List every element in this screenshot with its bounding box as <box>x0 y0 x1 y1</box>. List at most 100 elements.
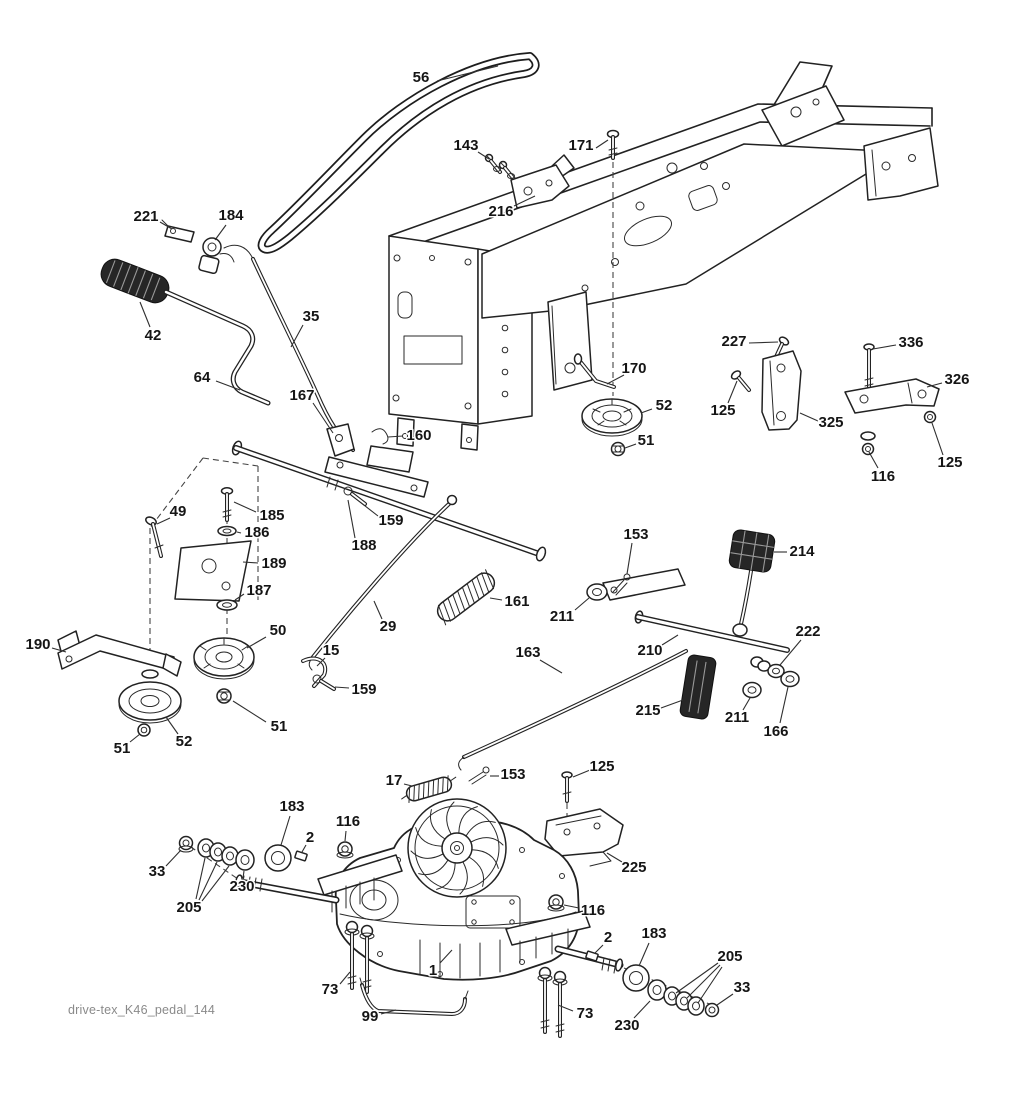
part-label-29: 29 <box>380 618 397 635</box>
drive-belt <box>257 52 540 254</box>
key-2-left <box>294 850 308 862</box>
part-label-161: 161 <box>504 593 529 610</box>
part-label-230: 230 <box>229 878 254 895</box>
part-label-205: 205 <box>176 899 201 916</box>
nut-125-right <box>923 410 937 424</box>
leader-line <box>748 341 779 344</box>
part-label-125: 125 <box>589 758 614 775</box>
part-label-52: 52 <box>176 733 193 750</box>
pedal-assembly <box>458 529 800 771</box>
leader-line <box>359 501 379 517</box>
leader-line <box>572 769 591 778</box>
leader-line <box>214 224 227 241</box>
part-label-33: 33 <box>149 863 166 880</box>
leader-line <box>165 716 179 735</box>
idler-linkage <box>301 423 496 804</box>
leader-line <box>373 600 383 620</box>
part-label-56: 56 <box>413 69 430 86</box>
bushing-211-lower <box>742 681 762 699</box>
leader-line <box>477 151 490 160</box>
leader-line <box>594 944 604 954</box>
leader-line <box>640 408 653 414</box>
leader-line <box>236 531 242 534</box>
part-label-33: 33 <box>734 979 751 996</box>
part-label-188: 188 <box>351 537 376 554</box>
leader-line <box>779 639 802 666</box>
clip-160 <box>371 428 389 445</box>
part-label-51: 51 <box>271 718 288 735</box>
part-label-190: 190 <box>25 636 50 653</box>
leader-line <box>574 597 590 611</box>
bracket-216-group <box>484 153 575 209</box>
part-label-221: 221 <box>133 208 158 225</box>
leader-line <box>716 993 734 1006</box>
bearing-183-right <box>622 964 650 992</box>
leader-line <box>868 451 879 469</box>
nut-116-right <box>547 894 565 912</box>
part-label-214: 214 <box>789 543 815 560</box>
part-label-167: 167 <box>289 387 314 404</box>
bolt-49 <box>145 516 157 526</box>
arm-188 <box>324 456 429 498</box>
nut-51-center <box>216 688 232 704</box>
part-label-99: 99 <box>362 1008 379 1025</box>
leader-line <box>380 1009 397 1015</box>
part-label-336: 336 <box>898 334 923 351</box>
leader-line <box>660 699 684 709</box>
part-label-35: 35 <box>303 308 320 325</box>
part-label-51: 51 <box>114 740 131 757</box>
part-label-187: 187 <box>246 582 271 599</box>
nut-33-left <box>178 835 194 853</box>
part-label-116: 116 <box>336 813 360 830</box>
leader-line <box>595 139 609 149</box>
washer-166 <box>780 670 800 688</box>
part-label-210: 210 <box>637 642 662 659</box>
part-label-183: 183 <box>641 925 666 942</box>
leader-line <box>242 870 245 879</box>
part-label-125: 125 <box>937 454 962 471</box>
bolts-73-right <box>537 966 568 1038</box>
leader-line <box>606 374 625 385</box>
washer-230-left <box>235 849 255 871</box>
part-label-49: 49 <box>170 503 187 520</box>
leader-line <box>624 443 637 449</box>
leader-line <box>539 659 563 674</box>
washer-187 <box>216 599 238 611</box>
nut-116-left <box>336 841 354 859</box>
leader-line <box>926 382 943 388</box>
leader-line <box>489 597 503 601</box>
bracket-225 <box>544 808 624 857</box>
leader-line <box>727 380 738 404</box>
leader-line <box>779 686 789 724</box>
pedal-pad-214 <box>728 529 776 573</box>
leader-line <box>872 344 897 350</box>
leader-line <box>347 499 356 539</box>
leader-line <box>799 412 819 422</box>
leader-line <box>675 962 719 994</box>
washer-186 <box>217 525 237 537</box>
leader-line <box>606 852 623 863</box>
leader-line <box>198 861 218 901</box>
leader-line <box>387 435 404 438</box>
leader-line <box>403 783 413 787</box>
leader-line <box>232 700 267 723</box>
washer-116 <box>860 431 876 441</box>
leader-line <box>139 301 151 328</box>
grip-and-control-rods <box>100 219 547 562</box>
bolts-73-left <box>344 920 375 994</box>
part-label-143: 143 <box>453 137 478 154</box>
leader-line <box>129 733 141 743</box>
leader-line <box>301 844 307 853</box>
part-label-205: 205 <box>717 948 742 965</box>
washers-205-right <box>663 986 705 1016</box>
spring-161 <box>436 569 496 626</box>
leader-line <box>439 949 453 964</box>
bracket-167 <box>326 423 355 457</box>
cotter-pin-153 <box>468 766 490 785</box>
transaxle-assembly <box>178 771 720 1038</box>
leader-line <box>156 517 171 525</box>
leader-line <box>557 1004 574 1012</box>
leader-line <box>638 942 650 967</box>
lever-221 <box>164 225 195 243</box>
